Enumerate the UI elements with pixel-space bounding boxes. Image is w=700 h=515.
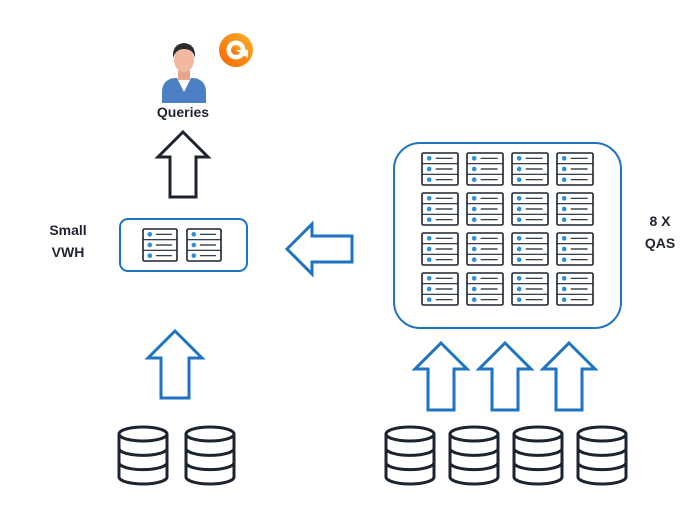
vwh-input-arrow-icon: [144, 328, 206, 400]
queries-label: Queries: [156, 104, 210, 120]
qas-label-line1: 8 X: [649, 213, 671, 229]
server-rack-icon: [466, 152, 504, 186]
database-icon: [576, 425, 628, 486]
server-rack-icon: [421, 152, 459, 186]
database-icon: [184, 425, 236, 486]
output-arrow-icon: [154, 129, 212, 199]
database-icon: [117, 425, 169, 486]
server-rack-icon: [466, 232, 504, 266]
offload-arrow-icon: [284, 220, 354, 278]
database-icon: [512, 425, 564, 486]
database-group: [117, 425, 628, 486]
small-vwh-label-line1: Small: [49, 222, 87, 238]
database-icon: [448, 425, 500, 486]
qas-input-arrow-group: [411, 340, 599, 412]
qas-label: 8 X QAS: [630, 210, 690, 254]
server-rack-icon: [466, 272, 504, 306]
user-avatar-icon: [162, 43, 206, 103]
server-rack-icon: [421, 192, 459, 226]
server-rack-icon: [556, 192, 594, 226]
server-rack-icon: [511, 232, 549, 266]
small-vwh-label-line2: VWH: [51, 244, 85, 260]
qas-label-line2: QAS: [644, 235, 676, 251]
server-rack-icon: [142, 228, 178, 262]
server-rack-icon: [556, 152, 594, 186]
qas-input-arrow-icon: [539, 340, 599, 412]
qas-input-arrow-icon: [475, 340, 535, 412]
server-rack-icon: [186, 228, 222, 262]
small-vwh-label: Small VWH: [36, 219, 100, 263]
server-rack-icon: [511, 272, 549, 306]
server-rack-icon: [511, 192, 549, 226]
server-rack-icon: [466, 192, 504, 226]
server-group: [142, 152, 594, 306]
server-rack-icon: [421, 232, 459, 266]
server-rack-icon: [511, 152, 549, 186]
server-rack-icon: [421, 272, 459, 306]
server-rack-icon: [556, 232, 594, 266]
qas-input-arrow-icon: [411, 340, 471, 412]
grafana-logo-icon: [219, 33, 253, 67]
small-vwh-box: [119, 218, 248, 272]
server-rack-icon: [556, 272, 594, 306]
database-icon: [384, 425, 436, 486]
